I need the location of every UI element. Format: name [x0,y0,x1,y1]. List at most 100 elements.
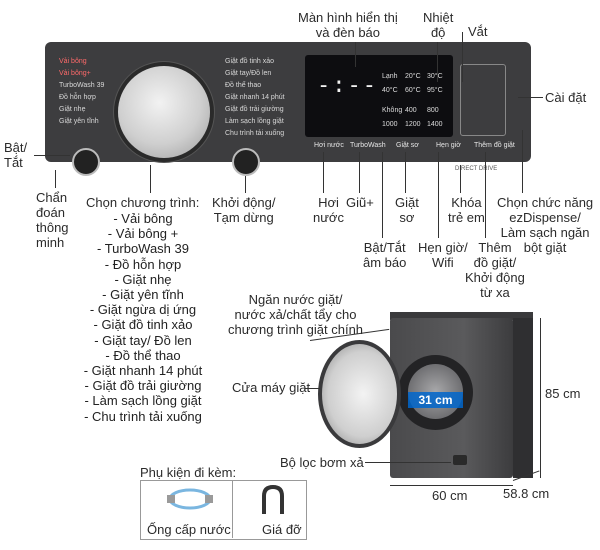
temp-3: 40°C [382,87,398,94]
brand-label: DIRECT DRIVE [455,166,498,172]
lead-child-lock [460,165,461,193]
dim-width-label: 60 cm [432,488,468,503]
panel-program-label-8: Đồ thể thao [225,82,262,89]
program-item: - Giặt nhanh 14 phút [83,363,203,379]
panel-program-label-3: Đồ hỗn hợp [59,94,96,101]
display-digits: -:-- [317,73,378,98]
spin-0: Không [382,107,403,114]
callout-door: Cửa máy giặt [232,380,311,395]
temp-4: 60°C [405,87,421,94]
key-prewash[interactable]: Giặt sơ [396,142,419,149]
callout-settings: Cài đặt [545,90,587,105]
spin-4: 1200 [405,121,421,128]
program-item: - Đồ hỗn hợp [104,256,182,272]
callout-power: Bật/ Tắt [4,140,28,170]
lead-programs [150,165,151,193]
callout-ezdispense: Chọn chức năng ezDispense/ Làm sạch ngăn… [497,195,594,255]
drum-icon [408,364,463,419]
callout-timer: Hẹn giờ/ Wifi [418,240,468,270]
callout-sound: Bật/Tắt âm báo [363,240,407,270]
lead-rinse [359,152,360,193]
program-item: - Vải bông [113,211,173,226]
program-item: - Giặt nhẹ [114,271,172,287]
accessory-hose-label: Ống cấp nước [147,522,231,537]
panel-program-label-5: Giặt yên tĩnh [59,118,99,125]
temp-0: Lạnh [382,73,398,80]
key-timer[interactable]: Hẹn giờ [436,142,461,149]
temp-spin-buttons[interactable] [460,64,506,136]
accessories-divider [232,480,233,538]
lead-diagnose [55,170,56,188]
lead-timer [438,152,439,238]
program-item: - Giặt đồ tinh xảo [93,317,193,333]
panel-program-label-4: Giặt nhẹ [59,106,86,113]
callout-diagnose: Chẩn đoán thông minh [36,190,69,250]
program-item: - Giặt đồ trải giường [84,378,202,394]
washer-side [513,318,533,478]
drum-dimension: 31 cm [408,392,463,408]
dim-depth-label: 58.8 cm [503,486,550,501]
lead-temp [437,42,438,82]
filter-cap [453,455,467,465]
callout-temp: Nhiệt độ [423,10,454,40]
callout-detergent: Ngăn nước giặt/ nước xả/chất tẩy cho chư… [228,292,364,337]
callout-start: Khởi động/ Tạm dừng [212,195,276,225]
key-turbowash[interactable]: TurboWash [350,142,386,149]
program-item: - TurboWash 39 [96,241,189,257]
lead-power [34,155,70,156]
program-item: - Giặt tay/ Đồ len [94,332,192,348]
programs-title: Chọn chương trình: [86,195,200,210]
panel-program-label-2: TurboWash 39 [59,82,105,89]
program-dial[interactable] [118,66,210,158]
washer-top [390,312,533,320]
lead-prewash [405,152,406,193]
spin-1: 400 [405,107,417,114]
panel-program-label-12: Chu trình tải xuống [225,130,285,137]
display-screen: -:-- Lạnh 20°C 30°C 40°C 60°C 95°C Không… [305,55,453,137]
key-add-clothes[interactable]: Thêm đồ giặt [474,142,515,149]
start-pause-button[interactable] [232,148,260,176]
callout-spin: Vắt [468,24,488,39]
panel-program-label-7: Giặt tay/Đồ len [225,70,272,77]
spin-3: 1000 [382,121,398,128]
lead-filter [365,462,451,463]
accessory-bracket-label: Giá đỡ [262,522,302,537]
lead-steam [323,152,324,193]
lead-spin [462,32,463,82]
lead-start [245,176,246,193]
panel-program-label-0: Vải bông [59,58,87,65]
spin-5: 1400 [427,121,443,128]
lead-sound [382,152,383,238]
program-item: - Đồ thể thao [105,347,181,363]
accessories-box [140,480,307,540]
temp-5: 95°C [427,87,443,94]
program-item: - Vải bông + [107,226,179,242]
lead-add [485,152,486,238]
accessories-title: Phụ kiện đi kèm: [140,465,237,480]
callout-filter: Bộ lọc bơm xả [280,455,364,470]
panel-program-label-10: Giặt đồ trải giường [225,106,284,113]
program-item: - Giặt yên tĩnh [102,287,184,303]
open-door [318,340,401,448]
temp-2: 30°C [427,73,443,80]
program-item: - Làm sạch lồng giặt [84,393,202,409]
power-button[interactable] [72,148,100,176]
temp-1: 20°C [405,73,421,80]
callout-child-lock: Khóa trẻ em [448,195,485,225]
program-item: - Chu trình tải xuống [84,408,202,424]
dim-height-label: 85 cm [545,386,581,401]
lead-ezdispense [522,130,523,193]
panel-program-label-6: Giặt đồ tinh xảo [225,58,275,65]
lead-settings [518,97,543,98]
key-steam[interactable]: Hơi nước [314,142,344,149]
dim-height-line [540,318,541,478]
callout-rinse-plus: Giũ+ [346,195,374,210]
panel-program-label-9: Giặt nhanh 14 phút [225,94,285,101]
bracket-icon [262,484,284,514]
program-item: - Giặt ngừa dị ứng [89,302,197,318]
lead-door [305,388,320,389]
hose-icon [167,488,213,510]
panel-program-label-1: Vải bông+ [59,70,91,77]
panel-program-label-11: Làm sạch lồng giặt [225,118,284,125]
callout-steam: Hơi nước [313,195,344,225]
